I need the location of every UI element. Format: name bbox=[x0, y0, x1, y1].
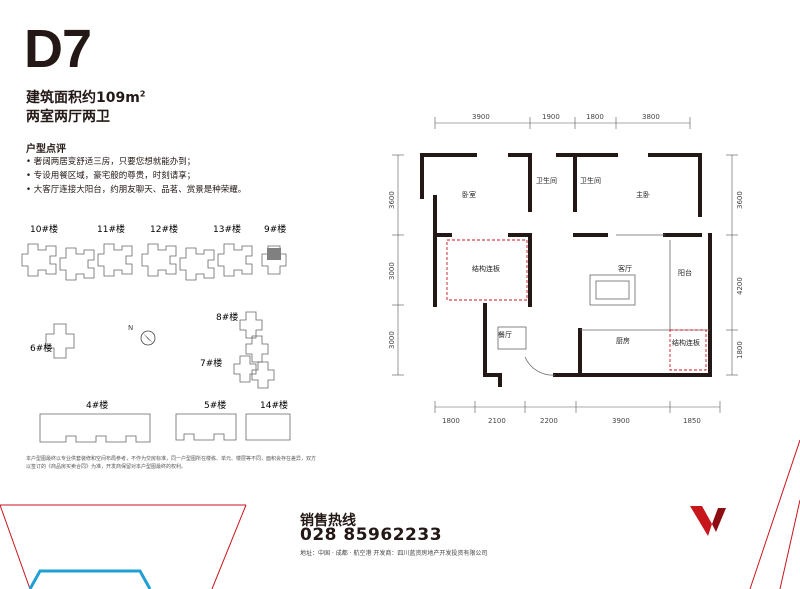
building-label: 13#楼 bbox=[213, 223, 241, 235]
highlight-building bbox=[267, 248, 281, 260]
address: 地址：中国 · 成都 · 航空港 开发商：四川蓝资房地产开发投资有限公司 bbox=[300, 550, 488, 557]
dim-top: 1800 bbox=[586, 113, 604, 121]
site-plan: N 10#楼 11#楼 12#楼 13#楼 9#楼 8#楼 6#楼 7#楼 4#… bbox=[21, 223, 291, 443]
dim-bottom: 3900 bbox=[612, 417, 630, 425]
room-balcony: 阳台 bbox=[678, 268, 692, 277]
room-kitchen: 厨房 bbox=[616, 336, 630, 345]
room-struct: 结构连板 bbox=[672, 338, 700, 347]
brand-logo bbox=[690, 506, 726, 536]
dim-left: 3000 bbox=[388, 262, 396, 280]
building-label: 10#楼 bbox=[30, 223, 58, 235]
building-label: 12#楼 bbox=[150, 223, 178, 235]
review-item: 奢阔两居变舒适三房，只要您想就能办到； bbox=[26, 155, 246, 169]
room-bath: 卫生间 bbox=[580, 176, 601, 185]
room-master: 主卧 bbox=[636, 190, 650, 199]
dim-bottom: 2200 bbox=[540, 417, 558, 425]
building-label: 5#楼 bbox=[204, 399, 226, 411]
review-list: 奢阔两居变舒适三房，只要您想就能办到； 专设用餐区域，豪宅般的尊贵，时刻请享； … bbox=[26, 155, 247, 197]
hotline-label: 销售热线 bbox=[300, 513, 356, 529]
dim-right: 3600 bbox=[736, 191, 744, 209]
dim-bottom: 2100 bbox=[488, 417, 506, 425]
room-living: 客厅 bbox=[618, 264, 632, 273]
review-title: 户型点评 bbox=[26, 144, 66, 155]
hotline-number: 028 85962233 bbox=[300, 525, 443, 545]
room-dining: 餐厅 bbox=[498, 330, 512, 339]
building-label: 4#楼 bbox=[86, 399, 108, 411]
dim-right: 1800 bbox=[736, 341, 744, 359]
dim-bottom: 1850 bbox=[683, 417, 701, 425]
dim-left: 3000 bbox=[388, 331, 396, 349]
building-label: 11#楼 bbox=[97, 223, 125, 235]
dim-left: 3600 bbox=[388, 191, 396, 209]
dim-top: 1900 bbox=[542, 113, 560, 121]
struct-slab bbox=[446, 239, 528, 301]
building-label: 6#楼 bbox=[30, 342, 52, 354]
building-label: 8#楼 bbox=[216, 311, 238, 323]
room-config: 两室两厅两卫 bbox=[26, 109, 110, 125]
north-compass-icon bbox=[140, 330, 156, 346]
room-bath: 卫生间 bbox=[536, 176, 557, 185]
dim-right: 4200 bbox=[736, 277, 744, 295]
room-struct: 结构连板 bbox=[472, 264, 500, 273]
room-bedroom: 卧室 bbox=[462, 190, 476, 199]
floor-area: 建筑面积约109m2 bbox=[26, 89, 146, 106]
dim-top: 3900 bbox=[472, 113, 490, 121]
floor-plan: 3900 1900 1800 3800 1800 2100 2200 3900 … bbox=[388, 113, 744, 425]
dim-bottom: 1800 bbox=[442, 417, 460, 425]
north-label: N bbox=[128, 324, 133, 332]
unit-code: D7 bbox=[24, 19, 92, 79]
building-label: 14#楼 bbox=[260, 399, 288, 411]
dim-top: 3800 bbox=[642, 113, 660, 121]
struct-slab bbox=[669, 329, 707, 371]
building-label: 7#楼 bbox=[200, 357, 222, 369]
disclaimer: 本户型图最终以专业供套装修和空间布局参考，不作为交房标准，同一户型图所在楼栋、单… bbox=[26, 456, 317, 470]
review-item: 大客厅连接大阳台，约朋友聊天、品茗、赏景是种荣耀。 bbox=[26, 183, 247, 197]
review-item: 专设用餐区域，豪宅般的尊贵，时刻请享； bbox=[26, 169, 246, 183]
building-label: 9#楼 bbox=[264, 223, 286, 235]
